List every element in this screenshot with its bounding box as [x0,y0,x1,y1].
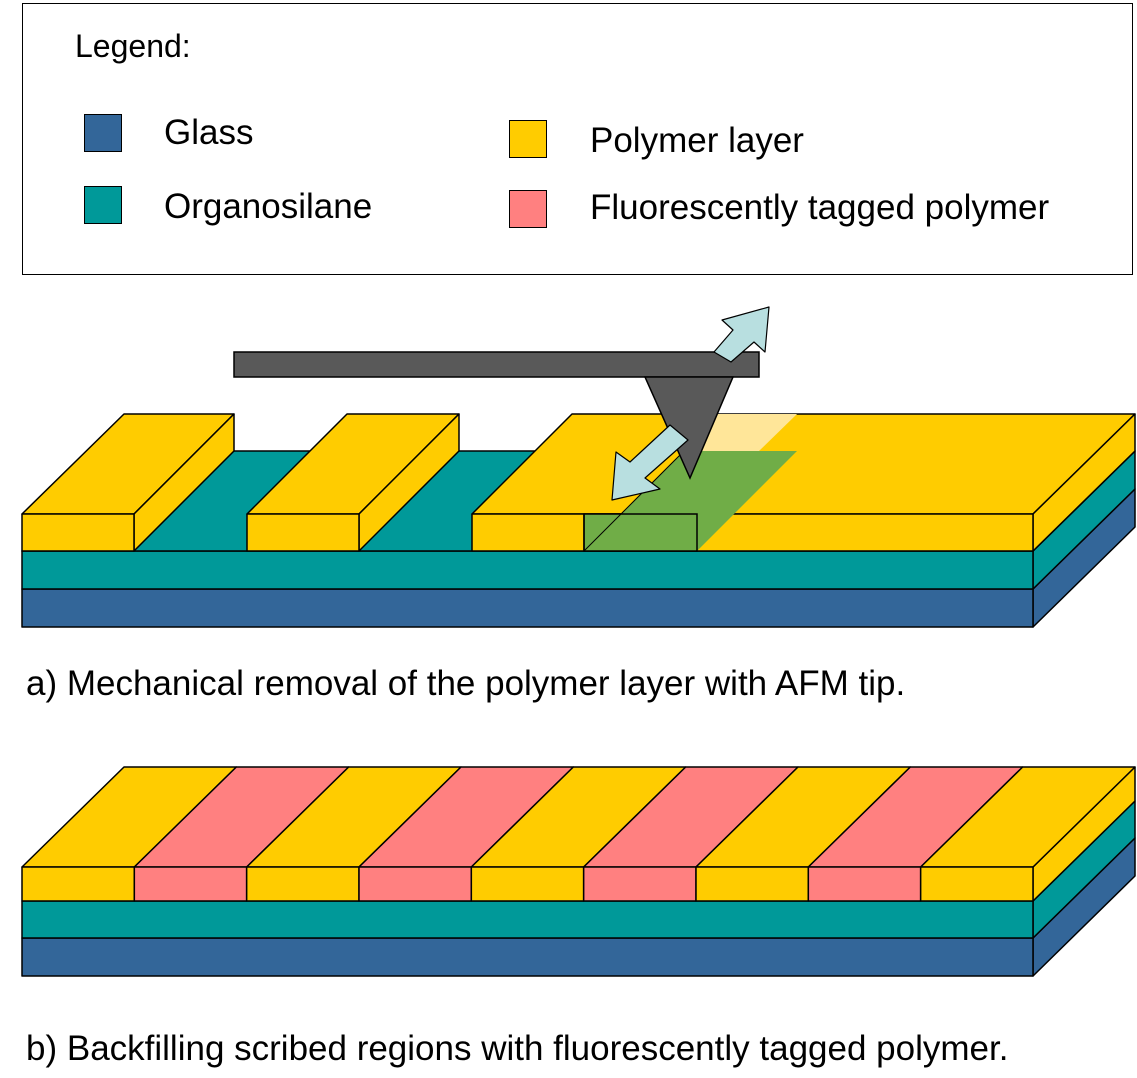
panel-b-substrate [21,766,1136,977]
polymer-block-front [471,513,1034,552]
caption-b: b) Backfilling scribed regions with fluo… [26,1029,1009,1068]
tagged-polymer-swatch [509,190,547,228]
afm-probe [233,351,760,480]
afm-cantilever [233,351,760,378]
legend-label-organosilane: Organosilane [164,187,373,226]
panel-b-stripes [21,766,1136,902]
b-silane-front-face [21,900,1034,939]
legend-label-glass: Glass [164,113,254,152]
glass-swatch [84,114,122,152]
caption-a: a) Mechanical removal of the polymer lay… [26,664,906,703]
silane-front-face [21,550,1034,590]
motion-arrows [611,306,770,501]
legend-label-tagged-polymer: Fluorescently tagged polymer [590,188,1050,227]
legend-box: Legend: [22,3,1133,275]
polymer-block-top [471,413,1136,515]
arrow-up-right-icon [713,306,770,363]
arrow-down-left-icon [611,424,689,501]
legend-title: Legend: [75,28,191,64]
polymer-stripe-2-front [246,513,360,552]
stripe-6-front [582,866,697,902]
polymer-stripe-1-front [21,513,135,552]
stripe-8-front [807,866,922,902]
legend-label-polymer: Polymer layer [590,121,804,160]
polymer-swatch [509,120,547,158]
scribed-front [583,513,698,552]
glass-front-face [21,588,1034,628]
stripe-4-front [358,866,473,902]
stripe-9-front [919,866,1034,902]
b-glass-front-face [21,937,1034,977]
stripe-7-front [695,866,810,902]
organosilane-swatch [84,186,122,224]
stripe-2-front [133,866,248,902]
stripe-5-front [470,866,585,902]
stripe-1-front [21,866,136,902]
stripe-3-front [245,866,360,902]
